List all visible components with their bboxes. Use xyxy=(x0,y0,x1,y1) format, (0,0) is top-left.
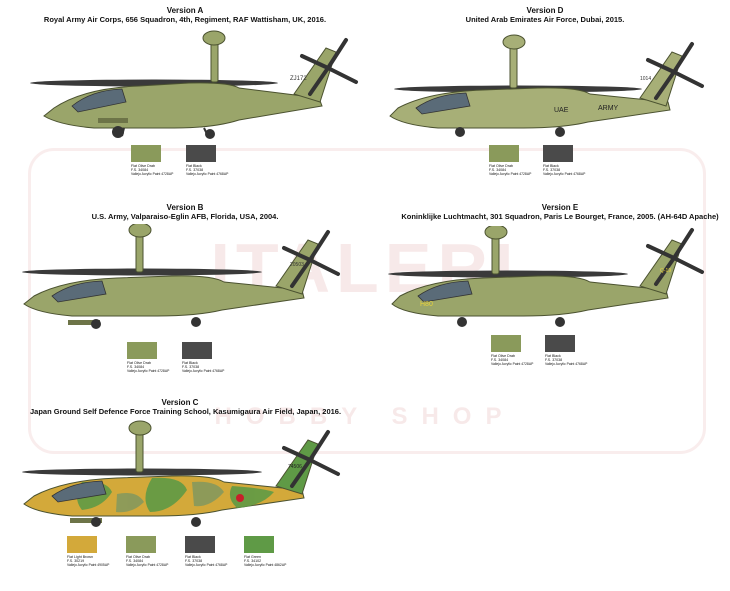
version-e-swatch-black: Flat Black F.S. 37038 Vallejo Acrylic Pa… xyxy=(545,335,591,366)
version-a-title: Version A xyxy=(166,6,204,15)
swatch-name: Flat Olive Drab xyxy=(131,164,155,168)
swatch-fs: F.S. 34084 xyxy=(127,365,145,369)
swatch-name: Flat Light Brown xyxy=(67,555,93,559)
version-e-swatch-olive: Flat Olive Drab F.S. 34084 Vallejo Acryl… xyxy=(491,335,537,366)
swatch-chip xyxy=(543,145,573,162)
version-e-code: H80 xyxy=(420,301,433,308)
swatch-code: Vallejo Acrylic Paint 4728AP xyxy=(491,362,534,366)
version-d-description: United Arab Emirates Air Force, Dubai, 2… xyxy=(465,15,625,24)
swatch-code: Vallejo Acrylic Paint 4768AP xyxy=(545,362,588,366)
swatch-code: Vallejo Acrylic Paint 4768AP xyxy=(543,172,586,176)
version-c-swatch-green: Flat Green F.S. 34102 Vallejo Acrylic Pa… xyxy=(244,536,290,567)
version-e-serial: Q-19 xyxy=(660,268,671,274)
swatch-name: Flat Black xyxy=(182,361,198,365)
hinomaru-roundel xyxy=(236,494,244,502)
version-e-description: Koninklijke Luchtmacht, 301 Squadron, Pa… xyxy=(401,212,719,221)
version-d-army-marking: ARMY xyxy=(598,105,619,112)
version-a-swatch-black: Flat Black F.S. 37038 Vallejo Acrylic Pa… xyxy=(186,145,232,176)
version-c-caption: Version C Japan Ground Self Defence Forc… xyxy=(30,398,342,416)
version-d-caption: Version D United Arab Emirates Air Force… xyxy=(425,6,665,24)
swatch-name: Flat Black xyxy=(543,164,559,168)
swatch-code: Vallejo Acrylic Paint 4905AP xyxy=(67,563,110,567)
swatch-name: Flat Olive Drab xyxy=(127,361,151,365)
swatch-code: Vallejo Acrylic Paint 4728AP xyxy=(127,369,170,373)
swatch-chip xyxy=(489,145,519,162)
swatch-fs: F.S. 37038 xyxy=(182,365,200,369)
swatch-fs: F.S. 37038 xyxy=(543,168,561,172)
swatch-chip xyxy=(127,342,157,359)
swatch-chip xyxy=(186,145,216,162)
version-b-helicopter: 20503 xyxy=(22,224,340,329)
swatch-chip xyxy=(182,342,212,359)
swatch-code: Vallejo Acrylic Paint 4768AP xyxy=(182,369,225,373)
version-d-serial: 1014 xyxy=(640,76,651,82)
version-c-swatch-olive: Flat Olive Drab F.S. 34084 Vallejo Acryl… xyxy=(126,536,172,567)
version-b-swatch-olive: Flat Olive Drab F.S. 34084 Vallejo Acryl… xyxy=(127,342,173,373)
version-c-swatch-brown: Flat Light Brown F.S. 30219 Vallejo Acry… xyxy=(67,536,113,567)
swatch-chip xyxy=(545,335,575,352)
swatch-chip xyxy=(491,335,521,352)
swatch-code: Vallejo Acrylic Paint 4728AP xyxy=(131,172,174,176)
version-b-title: Version B xyxy=(166,203,204,212)
version-c-serial: 74506 xyxy=(288,464,302,470)
swatch-name: Flat Olive Drab xyxy=(126,555,150,559)
version-c-title: Version C xyxy=(161,398,199,407)
version-d-swatch-black: Flat Black F.S. 37038 Vallejo Acrylic Pa… xyxy=(543,145,589,176)
version-b-description: U.S. Army, Valparaiso-Eglin AFB, Florida… xyxy=(91,212,279,221)
version-b-caption: Version B U.S. Army, Valparaiso-Eglin AF… xyxy=(60,203,310,221)
version-e-helicopter: H80 Q-19 xyxy=(388,226,704,327)
version-c-description: Japan Ground Self Defence Force Training… xyxy=(30,407,342,416)
swatch-fs: F.S. 37038 xyxy=(545,358,563,362)
version-a-swatch-olive: Flat Olive Drab F.S. 34084 Vallejo Acryl… xyxy=(131,145,177,176)
swatch-chip xyxy=(185,536,215,553)
swatch-code: Vallejo Acrylic Paint 4768AP xyxy=(185,563,228,567)
swatch-name: Flat Olive Drab xyxy=(491,354,515,358)
swatch-fs: F.S. 34084 xyxy=(131,168,149,172)
version-d-swatch-olive: Flat Olive Drab F.S. 34084 Vallejo Acryl… xyxy=(489,145,535,176)
swatch-code: Vallejo Acrylic Paint 4728AP xyxy=(489,172,532,176)
swatch-chip xyxy=(126,536,156,553)
version-a-description: Royal Army Air Corps, 656 Squadron, 4th,… xyxy=(43,15,327,24)
version-c-helicopter: 74506 xyxy=(22,420,340,527)
version-e-title: Version E xyxy=(541,203,579,212)
swatch-name: Flat Green xyxy=(244,555,261,559)
swatch-fs: F.S. 37038 xyxy=(186,168,204,172)
version-a-caption: Version A Royal Army Air Corps, 656 Squa… xyxy=(40,6,330,24)
version-b-swatch-black: Flat Black F.S. 37038 Vallejo Acrylic Pa… xyxy=(182,342,228,373)
swatch-fs: F.S. 34084 xyxy=(489,168,507,172)
version-b-serial: 20503 xyxy=(290,262,304,268)
version-a-serial: ZJ172 xyxy=(290,76,307,82)
swatch-code: Vallejo Acrylic Paint 4768AP xyxy=(186,172,229,176)
version-d-helicopter: UAE ARMY 1014 xyxy=(389,34,704,137)
version-a-helicopter: ZJ172 xyxy=(30,30,358,139)
swatch-fs: F.S. 34102 xyxy=(244,559,262,563)
swatch-code: Vallejo Acrylic Paint 4728AP xyxy=(126,563,169,567)
swatch-name: Flat Olive Drab xyxy=(489,164,513,168)
version-d-title: Version D xyxy=(526,6,564,15)
swatch-fs: F.S. 30219 xyxy=(67,559,85,563)
swatch-chip xyxy=(244,536,274,553)
swatch-code: Vallejo Acrylic Paint 4862AP xyxy=(244,563,287,567)
swatch-name: Flat Black xyxy=(185,555,201,559)
version-e-caption: Version E Koninklijke Luchtmacht, 301 Sq… xyxy=(392,203,728,221)
swatch-fs: F.S. 37038 xyxy=(185,559,203,563)
swatch-name: Flat Black xyxy=(186,164,202,168)
version-c-swatch-black: Flat Black F.S. 37038 Vallejo Acrylic Pa… xyxy=(185,536,231,567)
swatch-name: Flat Black xyxy=(545,354,561,358)
version-d-uae-marking: UAE xyxy=(554,107,569,114)
swatch-chip xyxy=(131,145,161,162)
swatch-fs: F.S. 34084 xyxy=(491,358,509,362)
swatch-fs: F.S. 34084 xyxy=(126,559,144,563)
swatch-chip xyxy=(67,536,97,553)
